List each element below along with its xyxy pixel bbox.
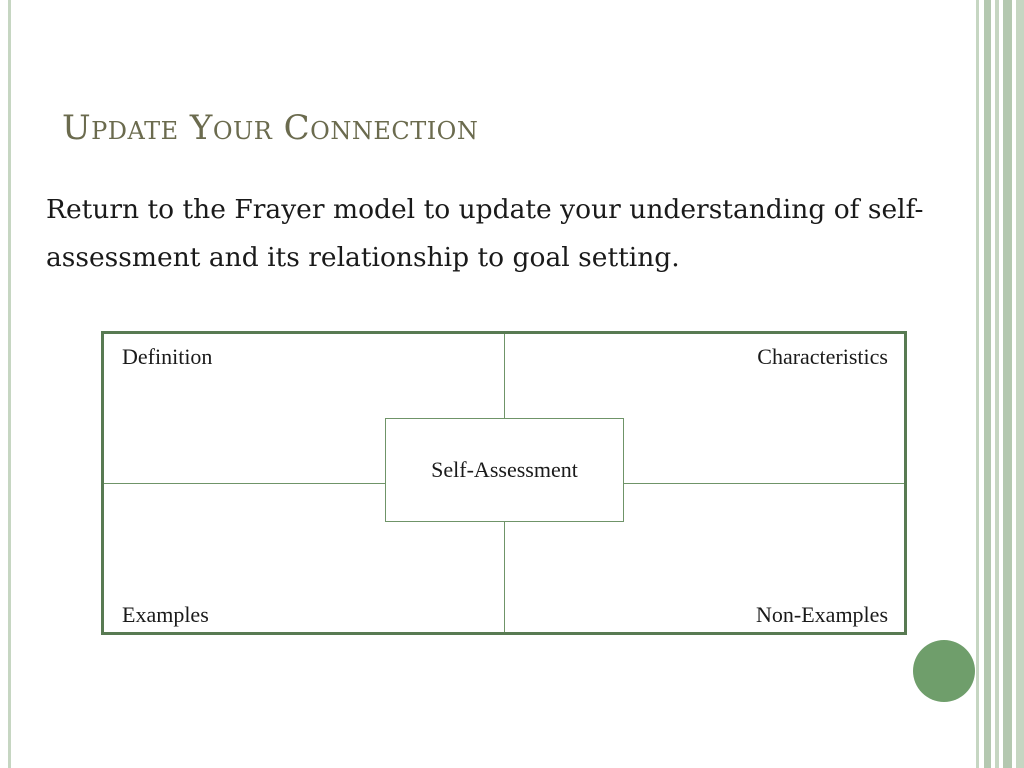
frayer-label-characteristics: Characteristics bbox=[757, 344, 888, 369]
slide-title: Update Your Connection bbox=[62, 108, 479, 148]
stripe-2 bbox=[984, 0, 991, 768]
frayer-model: Definition Characteristics Examples Non-… bbox=[101, 331, 907, 635]
frayer-label-definition: Definition bbox=[122, 344, 213, 369]
stripe-3 bbox=[995, 0, 999, 768]
frayer-center-label: Self-Assessment bbox=[431, 457, 578, 482]
slide-body-text: Return to the Frayer model to update you… bbox=[46, 194, 924, 273]
frayer-label-examples: Examples bbox=[122, 602, 209, 627]
right-decorative-stripes bbox=[976, 0, 1024, 768]
stripe-1 bbox=[976, 0, 979, 768]
stripe-5 bbox=[1016, 0, 1024, 768]
frayer-center-term: Self-Assessment bbox=[385, 418, 624, 522]
decorative-circle bbox=[913, 640, 975, 702]
frayer-label-non-examples: Non-Examples bbox=[756, 602, 888, 627]
stripe-4 bbox=[1003, 0, 1012, 768]
left-border-rule bbox=[8, 0, 11, 768]
